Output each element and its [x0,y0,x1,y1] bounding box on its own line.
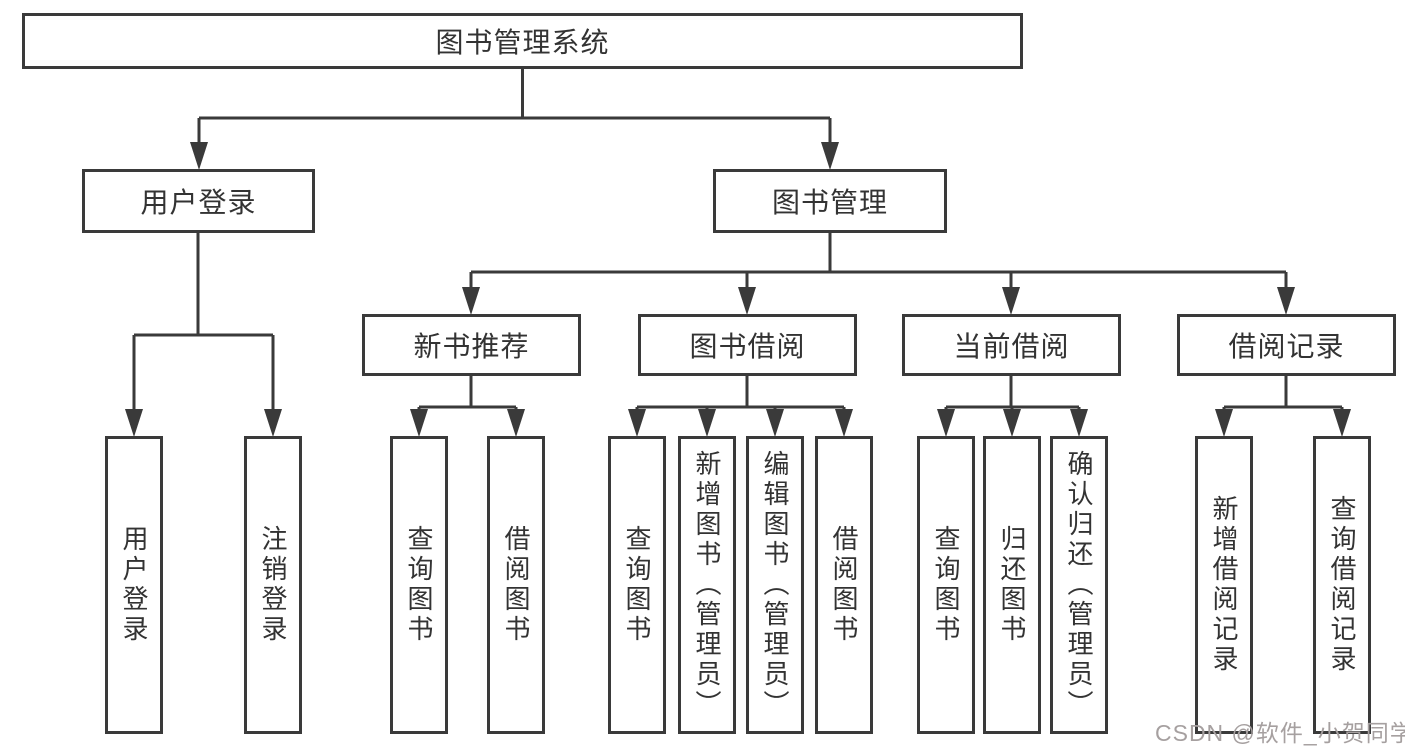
arrow-down-icon [1277,287,1295,315]
arrow-down-icon [698,409,716,437]
arrow-down-icon [462,287,480,315]
connector-book-management-children [462,233,1295,315]
node-leaf-confirm-return-admin: 确认归还（管理员） [1050,436,1108,734]
connector-borrow-record-children [1215,376,1351,437]
connector-new-book-children [410,376,525,437]
node-leaf-add-book-admin: 新增图书（管理员） [678,436,736,734]
arrow-down-icon [1215,409,1233,437]
arrow-down-icon [766,409,784,437]
node-leaf-borrow-book-2: 借阅图书 [815,436,873,734]
node-user-login: 用户登录 [82,169,315,233]
arrow-down-icon [1002,287,1020,315]
arrow-down-icon [821,142,839,170]
node-book-management: 图书管理 [713,169,947,233]
node-leaf-query-book-3: 查询图书 [917,436,975,734]
node-borrow-record: 借阅记录 [1177,314,1396,376]
connector-current-borrow-children [937,376,1088,437]
node-current-borrow: 当前借阅 [902,314,1121,376]
arrow-down-icon [1070,409,1088,437]
node-leaf-query-book-2: 查询图书 [608,436,666,734]
arrow-down-icon [264,409,282,437]
node-leaf-edit-book-admin: 编辑图书（管理员） [746,436,804,734]
node-leaf-return-book: 归还图书 [983,436,1041,734]
connector-user-login-children [125,233,282,437]
arrow-down-icon [1333,409,1351,437]
arrow-down-icon [835,409,853,437]
connector-book-borrow-children [628,376,853,437]
node-book-borrow: 图书借阅 [638,314,857,376]
node-leaf-logout: 注销登录 [244,436,302,734]
arrow-down-icon [190,142,208,170]
node-new-book-recommend: 新书推荐 [362,314,581,376]
arrow-down-icon [1003,409,1021,437]
arrow-down-icon [937,409,955,437]
node-leaf-query-book-1: 查询图书 [390,436,448,734]
arrow-down-icon [125,409,143,437]
arrow-down-icon [410,409,428,437]
node-leaf-user-login: 用户登录 [105,436,163,734]
node-library-management-system: 图书管理系统 [22,13,1023,69]
arrow-down-icon [507,409,525,437]
node-leaf-query-borrow-record: 查询借阅记录 [1313,436,1371,734]
arrow-down-icon [628,409,646,437]
node-leaf-add-borrow-record: 新增借阅记录 [1195,436,1253,734]
node-leaf-borrow-book-1: 借阅图书 [487,436,545,734]
csdn-watermark: CSDN @软件_小贺同学 [1155,720,1405,746]
connector-root-to-level2 [190,69,839,170]
arrow-down-icon [738,287,756,315]
